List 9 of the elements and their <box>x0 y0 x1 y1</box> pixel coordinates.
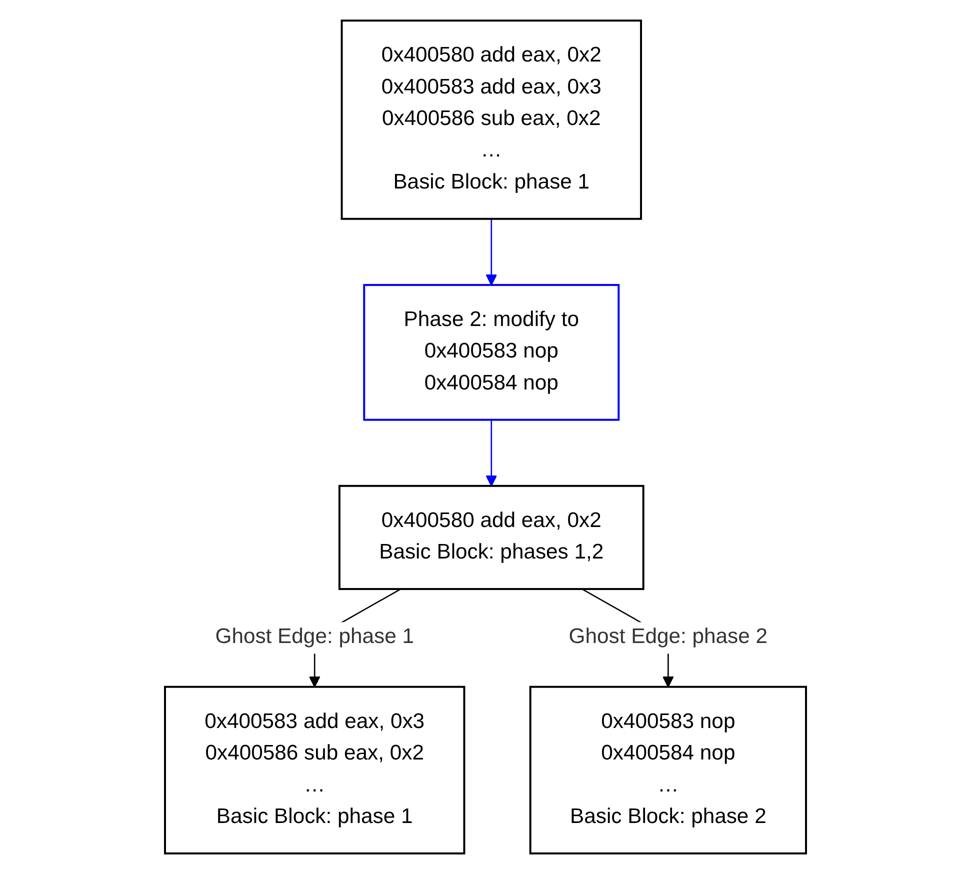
edge-label: Ghost Edge: phase 1 <box>215 626 414 649</box>
arrow <box>486 420 498 486</box>
node-box: Phase 2: modify to 0x400583 nop 0x400584 nop <box>363 284 620 421</box>
node-box: 0x400583 add eax, 0x3 0x400586 sub eax, 0x2 … Basic Block: phase 1 <box>164 686 466 854</box>
node-box: 0x400583 nop 0x400584 nop … Basic Block: phase 2 <box>529 686 807 854</box>
edge-label: Ghost Edge: phase 2 <box>568 626 768 649</box>
node-box: 0x400580 add eax, 0x2 Basic Block: phases 1,2 <box>338 484 644 590</box>
node-box: 0x400580 add eax, 0x2 0x400583 add eax, 0x3 0x400586 sub eax, 0x2 … Basic Block: phase 1 <box>340 20 642 220</box>
arrow <box>486 218 498 286</box>
